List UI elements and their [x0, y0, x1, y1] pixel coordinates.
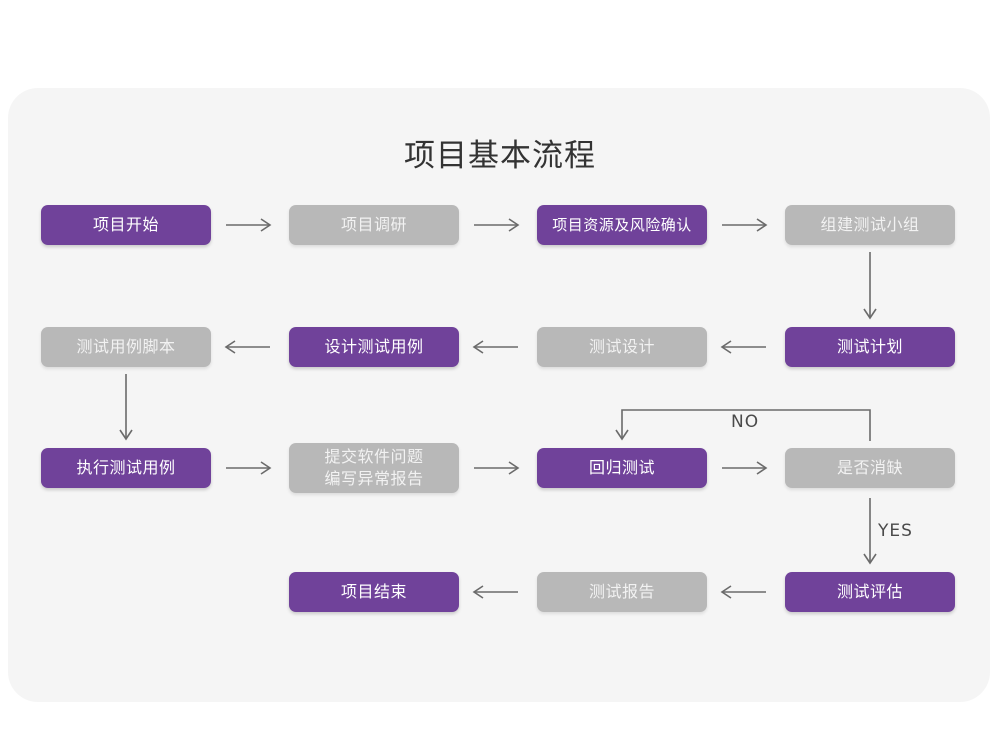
page-title: 项目基本流程	[404, 138, 596, 174]
edge-label-yes: YES	[878, 521, 913, 541]
node-project-start[interactable]: 项目开始	[41, 205, 211, 245]
node-defect-resolved-decision[interactable]: 是否消缺	[785, 448, 955, 488]
node-project-survey[interactable]: 项目调研	[289, 205, 459, 245]
edge-eval-to-testreport	[720, 585, 766, 599]
node-project-end[interactable]: 项目结束	[289, 572, 459, 612]
edge-execute-to-report	[226, 461, 272, 475]
edge-resource-to-team	[722, 218, 768, 232]
edge-decision-yes-eval	[863, 498, 877, 565]
edge-case-to-script	[224, 340, 270, 354]
edge-testreport-to-end	[472, 585, 518, 599]
edge-plan-to-design	[720, 340, 766, 354]
edge-label-no: NO	[731, 412, 760, 432]
node-resource-risk-confirm[interactable]: 项目资源及风险确认	[537, 205, 707, 245]
node-regression-test[interactable]: 回归测试	[537, 448, 707, 488]
edge-decision-no-loopback	[615, 409, 871, 441]
node-test-evaluation[interactable]: 测试评估	[785, 572, 955, 612]
edge-report-to-regression	[474, 461, 520, 475]
edge-start-to-survey	[226, 218, 272, 232]
edge-script-to-execute	[119, 374, 133, 441]
node-form-test-team[interactable]: 组建测试小组	[785, 205, 955, 245]
node-test-design[interactable]: 测试设计	[537, 327, 707, 367]
edge-design-to-case	[472, 340, 518, 354]
edge-regression-to-decision	[722, 461, 768, 475]
edge-survey-to-resource	[474, 218, 520, 232]
node-test-case-script[interactable]: 测试用例脚本	[41, 327, 211, 367]
node-test-report[interactable]: 测试报告	[537, 572, 707, 612]
node-execute-test-case[interactable]: 执行测试用例	[41, 448, 211, 488]
node-submit-issue-write-report[interactable]: 提交软件问题 编写异常报告	[289, 443, 459, 493]
node-design-test-case[interactable]: 设计测试用例	[289, 327, 459, 367]
edge-team-to-plan	[863, 252, 877, 320]
node-test-plan[interactable]: 测试计划	[785, 327, 955, 367]
